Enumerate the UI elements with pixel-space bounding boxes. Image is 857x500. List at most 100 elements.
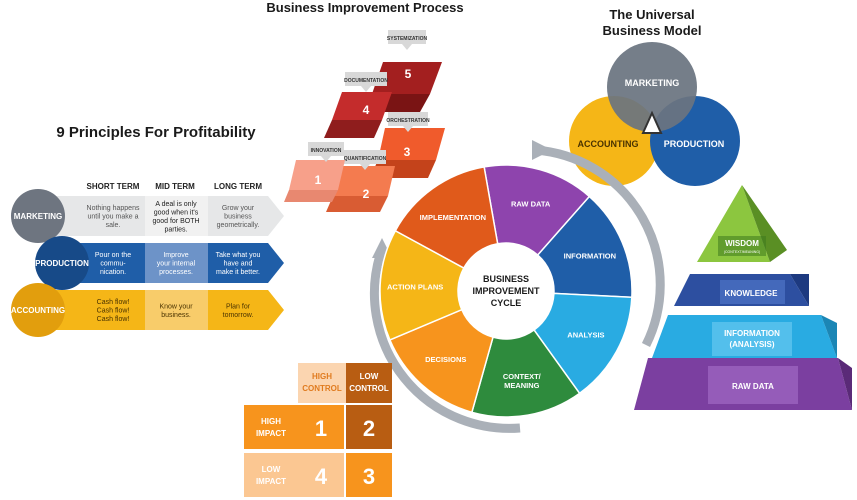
matrix-cell-number: 4 xyxy=(315,464,328,489)
process-step-tag xyxy=(344,150,386,170)
cycle-arrow-right xyxy=(534,145,665,348)
business-model-title-line1: The Universal xyxy=(609,7,694,22)
matrix-cell-1 xyxy=(298,405,344,449)
matrix-cell-2 xyxy=(346,405,392,449)
pyramid-level-knowledge: KNOWLEDGE xyxy=(674,274,809,306)
column-header-short-term: SHORT TERM xyxy=(87,182,140,191)
pyramid-label: WISDOM xyxy=(725,239,759,248)
process-step-number: 5 xyxy=(405,67,412,81)
header-high-control xyxy=(298,363,346,403)
header-low-control xyxy=(346,363,392,403)
center-triangle xyxy=(641,110,663,134)
accounting-label: ACCOUNTING xyxy=(578,139,639,149)
improvement-cycle: RAW DATA INFORMATION ANALYSIS CONTEXT/MEANI… xyxy=(369,140,665,433)
cycle-segment-label: IMPLEMENTATION xyxy=(420,213,486,222)
production-label: PRODUCTION xyxy=(664,139,725,149)
process-step-label: INNOVATION xyxy=(311,148,342,154)
pyramid-label: RAW DATA xyxy=(732,382,774,391)
pyramid-level-raw-data: RAW DATA xyxy=(634,358,852,410)
pyramid-level-information: INFORMATION (ANALYSIS) xyxy=(652,315,837,358)
cycle-segment-label: ACTION PLANS xyxy=(387,282,443,291)
row-label: ACCOUNTING xyxy=(11,306,65,315)
principles-row-accounting: ACCOUNTING xyxy=(11,283,284,337)
header-text: IMPACT xyxy=(256,429,286,438)
business-model-title-line2: Business Model xyxy=(603,23,702,38)
universal-business-model: The Universal Business Model MARKETING A… xyxy=(569,7,740,186)
cycle-segment-label: INFORMATION xyxy=(564,252,616,261)
process-step-2: 2 QUANTIFICATION xyxy=(326,150,395,212)
process-step-label: QUANTIFICATION xyxy=(344,156,387,162)
process-step-number: 2 xyxy=(363,187,370,201)
header-text: CONTROL xyxy=(349,384,389,393)
impact-control-matrix: HIGH CONTROL LOW CONTROL HIGH IMPACT LOW… xyxy=(244,363,392,497)
header-text: LOW xyxy=(262,465,281,474)
matrix-cell-number: 1 xyxy=(315,416,327,441)
process-step-3: 3 ORCHESTRATION xyxy=(370,112,445,178)
principles-row-marketing: MARKETING xyxy=(11,189,284,243)
header-text: CONTROL xyxy=(302,384,342,393)
cycle-segment-label: DECISIONS xyxy=(425,355,466,364)
cycle-segment-label: ANALYSIS xyxy=(567,331,604,340)
header-text: HIGH xyxy=(261,417,281,426)
matrix-cell-4 xyxy=(298,453,344,497)
row-label: MARKETING xyxy=(14,212,62,221)
process-step-tag xyxy=(345,72,387,92)
pyramid-sublabel: (ANALYSIS) xyxy=(729,340,774,349)
marketing-circle xyxy=(607,42,697,132)
pyramid-label: INFORMATION xyxy=(724,329,780,338)
knowledge-pyramid: WISDOM (CONTEXT/MEANING) KNOWLEDGE INFOR… xyxy=(634,185,852,410)
cycle-segment-label: RAW DATA xyxy=(511,199,551,208)
improvement-process-title: Business Improvement Process xyxy=(266,0,463,15)
marketing-label: MARKETING xyxy=(625,78,680,88)
header-text: HIGH xyxy=(312,372,332,381)
cycle-arrowhead-top xyxy=(532,140,552,160)
cycle-center-line1: BUSINESS xyxy=(483,274,529,284)
principle-cell: Cash flow!Cash flow!Cash flow! xyxy=(97,299,130,323)
process-step-label: DOCUMENTATION xyxy=(344,78,388,84)
process-step-number: 4 xyxy=(363,103,370,117)
process-step-label: SYSTEMIZATION xyxy=(387,36,428,42)
matrix-cell-3 xyxy=(346,453,392,497)
process-step-tag xyxy=(388,112,428,132)
header-high-impact xyxy=(244,405,298,449)
principles-row-production: PRODUCTION xyxy=(35,236,284,290)
column-header-mid-term: MID TERM xyxy=(155,182,195,191)
matrix-cell-number: 2 xyxy=(363,416,375,441)
principles-title: 9 Principles For Profitability xyxy=(56,124,256,141)
process-step-tag xyxy=(308,142,344,162)
pyramid-level-wisdom: WISDOM (CONTEXT/MEANING) xyxy=(697,185,787,262)
pyramid-label: KNOWLEDGE xyxy=(725,289,779,298)
process-step-1: 1 INNOVATION xyxy=(284,142,345,202)
cycle-segments: RAW DATA INFORMATION ANALYSIS CONTEXT/MEANI… xyxy=(379,164,633,418)
process-step-label: ORCHESTRATION xyxy=(386,118,430,124)
pyramid-sublabel: (CONTEXT/MEANING) xyxy=(724,250,760,254)
process-step-number: 1 xyxy=(315,173,322,187)
process-step-number: 3 xyxy=(404,145,411,159)
cycle-center xyxy=(458,243,554,339)
process-step-4: 4 DOCUMENTATION xyxy=(324,72,392,138)
cycle-arrow-left xyxy=(369,253,521,433)
header-text: IMPACT xyxy=(256,477,286,486)
nine-principles: 9 Principles For Profitability SHORT TER… xyxy=(11,124,284,337)
header-text: LOW xyxy=(360,372,379,381)
cycle-center-line2: IMPROVEMENT xyxy=(472,286,540,296)
cycle-segment-label: CONTEXT/MEANING xyxy=(503,372,542,390)
matrix-cell-number: 3 xyxy=(363,464,375,489)
row-label: PRODUCTION xyxy=(35,259,89,268)
process-step-tag xyxy=(388,30,426,50)
improvement-process: Business Improvement Process 5 SYSTEMIZA… xyxy=(266,0,464,212)
cycle-center-line3: CYCLE xyxy=(491,298,522,308)
column-header-long-term: LONG TERM xyxy=(214,182,262,191)
header-low-impact xyxy=(244,453,298,497)
